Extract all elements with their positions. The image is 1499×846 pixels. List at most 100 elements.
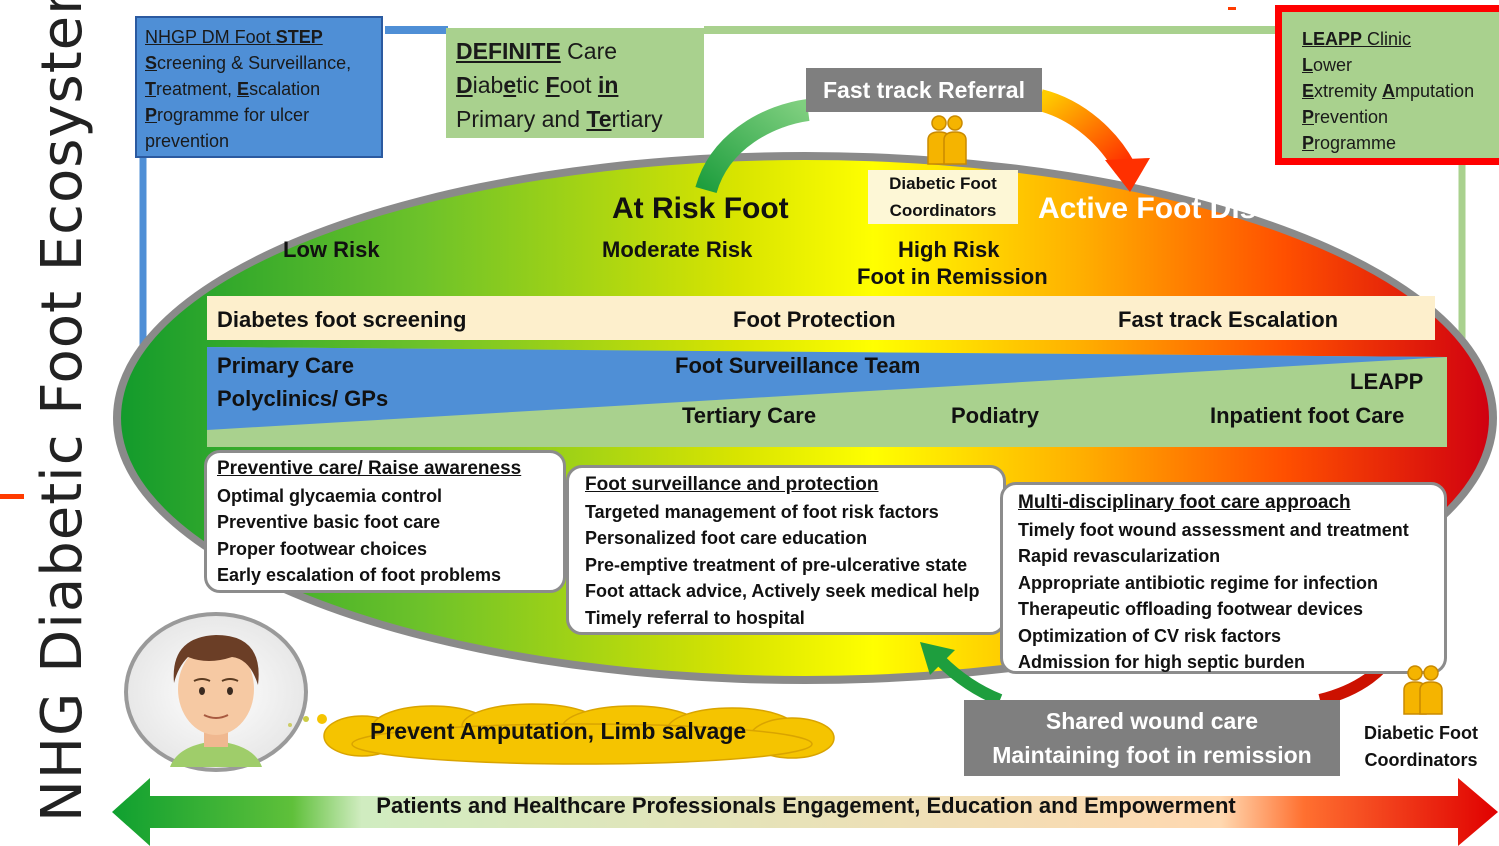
high-risk-label: High Risk	[898, 237, 1000, 262]
card-item: Proper footwear choices	[217, 538, 428, 559]
leapp-clinic-line: Prevention	[1302, 104, 1499, 130]
leapp-clinic-text: P	[1302, 107, 1315, 127]
card-item: Targeted management of foot risk factors	[585, 501, 939, 522]
leapp-clinic-line: Lower	[1302, 52, 1499, 78]
fast-track-escalation-label: Fast track Escalation	[1118, 307, 1339, 332]
leapp-clinic-text: P	[1302, 133, 1315, 153]
card-item: Rapid revascularization	[1018, 546, 1221, 566]
nhgp-step-line: Screening & Surveillance,	[145, 50, 373, 76]
nhgp-step-text: S	[145, 53, 158, 73]
coordinators-top-label: Diabetic Foot Coordinators	[868, 170, 1018, 224]
leapp-clinic-text: mputation	[1395, 81, 1475, 101]
definite-care-text: iab	[472, 72, 504, 98]
nhgp-step-text: creening & Surveillance,	[157, 53, 352, 73]
shared-wound-care-box: Shared wound care Maintaining foot in re…	[964, 700, 1340, 776]
shared-wound-care-line1: Shared wound care	[1045, 708, 1259, 734]
definite-care-line: Primary and Tertiary	[456, 102, 694, 136]
definite-care-text: Te	[586, 106, 612, 132]
card-item: Timely foot wound assessment and treatme…	[1018, 519, 1409, 540]
leapp-clinic-text: E	[1302, 81, 1315, 101]
active-foot-disease-label: Active Foot Disease	[1038, 192, 1324, 225]
foot-protection-label: Foot Protection	[733, 307, 896, 332]
definite-care-text: DEFINITE	[456, 38, 561, 64]
multidisciplinary-heading: Multi-disciplinary foot care approach	[1018, 492, 1351, 513]
tertiary-care-label: Tertiary Care	[682, 403, 817, 428]
nhgp-step-text: E	[237, 79, 250, 99]
fast-track-referral-label: Fast track Referral	[806, 68, 1042, 112]
leapp-clinic-line: Programme	[1302, 130, 1499, 156]
nhgp-step-text: NHGP DM Foot	[145, 27, 276, 47]
leapp-clinic-text: A	[1382, 81, 1396, 101]
definite-care-text: D	[456, 72, 473, 98]
leapp-clinic-text: LEAPP	[1302, 29, 1363, 49]
nhgp-step-text: rogramme for ulcer	[157, 105, 310, 125]
definite-care-text: in	[597, 72, 619, 98]
nhgp-step-text: T	[145, 79, 156, 99]
card-item: Early escalation of foot problems	[217, 565, 502, 585]
nhgp-step-text: reatment,	[156, 79, 238, 99]
foot-in-remission-label: Foot in Remission	[857, 264, 1048, 289]
prevent-amputation-label: Prevent Amputation, Limb salvage	[370, 718, 747, 744]
definite-care-line: Diabetic Foot in	[456, 68, 694, 102]
polyclinics-label: Polyclinics/ GPs	[217, 386, 389, 411]
leapp-clinic-line: Extremity Amputation	[1302, 78, 1499, 104]
card-item: Optimal glycaemia control	[217, 485, 443, 506]
nhgp-step-text: scalation	[249, 79, 321, 99]
card-item: Optimization of CV risk factors	[1018, 625, 1282, 646]
at-risk-foot-label: At Risk Foot	[612, 192, 789, 225]
diabetes-foot-screening-label: Diabetes foot screening	[217, 307, 467, 332]
leapp-clinic-text: Clinic	[1362, 29, 1412, 49]
card-item: Pre-emptive treatment of pre-ulcerative …	[585, 554, 968, 575]
podiatry-label: Podiatry	[951, 403, 1040, 428]
leapp-clinic-text: xtremity	[1314, 81, 1383, 101]
definite-care-text: rtiary	[611, 106, 663, 132]
nhgp-step-line: NHGP DM Foot STEP	[145, 24, 373, 50]
card-item: Preventive basic foot care	[217, 512, 441, 532]
low-risk-label: Low Risk	[283, 237, 380, 262]
card-item: Personalized foot care education	[585, 528, 868, 548]
definite-care-text: Care	[560, 38, 618, 64]
foot-surveillance-card: Foot surveillance and protection Targete…	[566, 465, 1006, 635]
card-item: Appropriate antibiotic regime for infect…	[1018, 572, 1379, 593]
primary-care-label: Primary Care	[217, 353, 354, 378]
leapp-clinic-text: ower	[1313, 55, 1353, 75]
foot-surveillance-heading: Foot surveillance and protection	[585, 474, 879, 495]
inpatient-foot-care-label: Inpatient foot Care	[1210, 403, 1405, 428]
moderate-risk-label: Moderate Risk	[602, 237, 753, 262]
shared-wound-care-line2: Maintaining foot in remission	[992, 742, 1312, 768]
people-icon	[1403, 665, 1443, 715]
foot-surveillance-team-label: Foot Surveillance Team	[675, 353, 921, 378]
people-icon	[927, 115, 967, 165]
multidisciplinary-card: Multi-disciplinary foot care approach Ti…	[1000, 482, 1447, 674]
leapp-label: LEAPP	[1350, 369, 1424, 394]
definite-care-text: e	[503, 72, 517, 98]
nhgp-step-line: Programme for ulcer	[145, 102, 373, 128]
definite-care-text: oot	[559, 72, 598, 98]
coordinators-bottom-line2: Coordinators	[1364, 750, 1478, 770]
card-item: Timely referral to hospital	[585, 607, 805, 628]
coordinators-top-line2: Coordinators	[889, 201, 997, 220]
card-item: Foot attack advice, Actively seek medica…	[585, 581, 980, 601]
nhgp-step-text: prevention	[145, 131, 230, 151]
definite-care-text: F	[545, 72, 560, 98]
nhgp-step-text: P	[145, 105, 158, 125]
definite-care-text: Primary and	[456, 106, 587, 132]
nhgp-step-line: Treatment, Escalation	[145, 76, 373, 102]
nhgp-step-text: STEP	[275, 27, 323, 47]
nhgp-step-line: prevention	[145, 128, 373, 154]
services-band	[207, 296, 1435, 340]
definite-care-text: tic	[516, 72, 546, 98]
leapp-clinic-line: LEAPP Clinic	[1302, 26, 1499, 52]
leapp-clinic-text: rogramme	[1314, 133, 1397, 153]
thought-cloud-icon	[323, 703, 835, 765]
card-item: Admission for high septic burden	[1018, 652, 1306, 672]
person-avatar-icon	[124, 612, 327, 772]
coordinators-bottom-label: Diabetic Foot Coordinators	[1356, 720, 1486, 774]
engagement-banner-label: Patients and Healthcare Professionals En…	[376, 793, 1236, 818]
coordinators-top-line1: Diabetic Foot	[889, 174, 997, 193]
coordinators-bottom-line1: Diabetic Foot	[1363, 723, 1478, 743]
